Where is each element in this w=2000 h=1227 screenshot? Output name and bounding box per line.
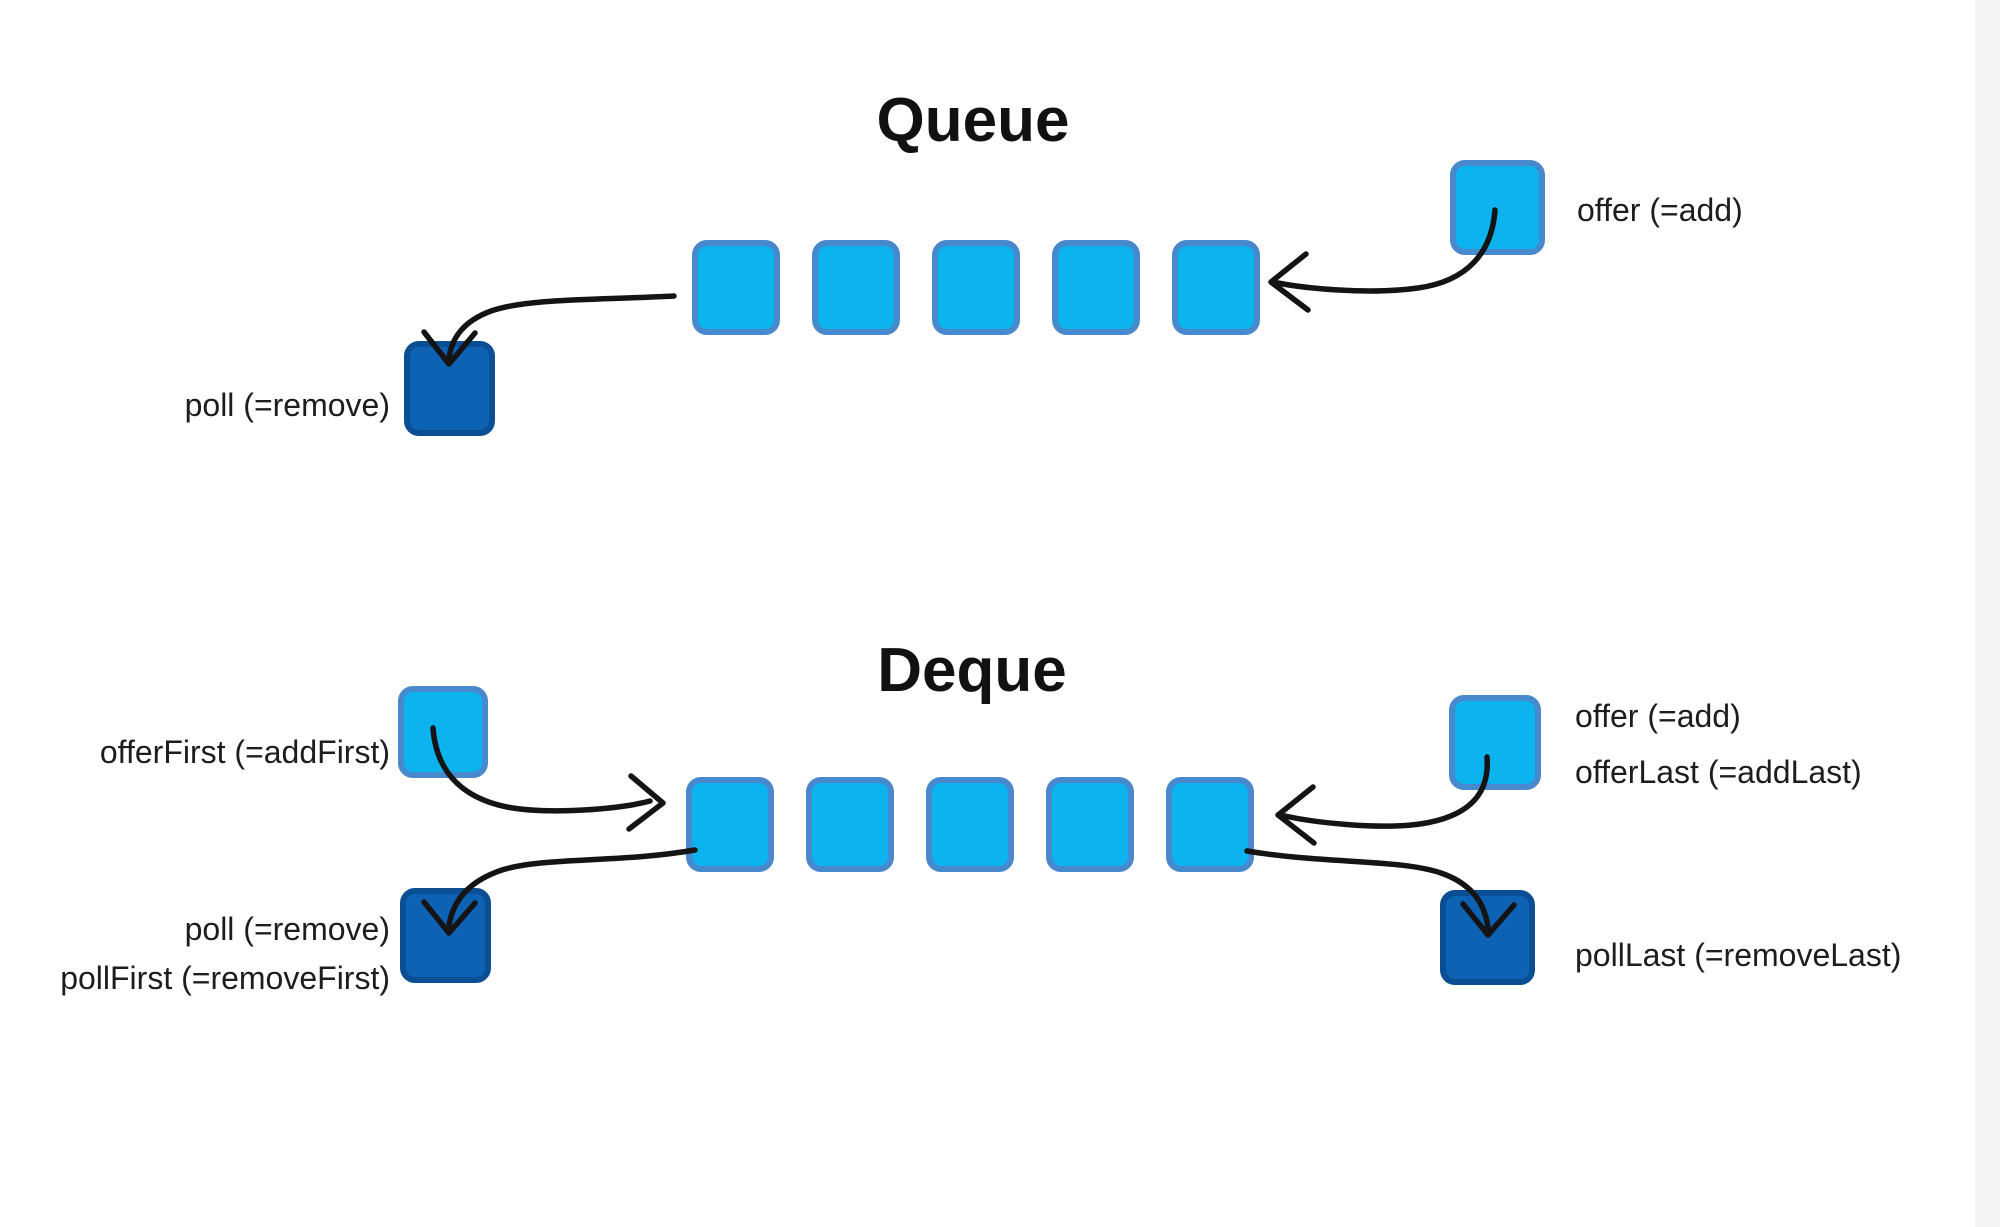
deque-cell [686, 777, 774, 872]
deque-offer-first-element-box [398, 686, 488, 778]
queue-cell [1052, 240, 1140, 335]
queue-title: Queue [876, 86, 1070, 155]
deque-offer-last-labels: offer (=add) offerLast (=addLast) [1575, 688, 1862, 800]
queue-poll-label: poll (=remove) [184, 387, 390, 423]
queue-cell [692, 240, 780, 335]
deque-cell [806, 777, 894, 872]
deque-offer-first-arrowhead-icon [626, 773, 666, 832]
queue-cell-row [692, 240, 1260, 335]
deque-cell-row [686, 777, 1254, 872]
deque-cell [1166, 777, 1254, 872]
right-edge-strip [1975, 0, 2000, 1227]
deque-offer-last-element-box [1449, 695, 1541, 790]
deque-title: Deque [877, 636, 1067, 705]
deque-poll-first-label-line: pollFirst (=removeFirst) [60, 960, 390, 996]
deque-poll-first-labels: poll (=remove) pollFirst (=removeFirst) [30, 905, 390, 1003]
queue-cell [932, 240, 1020, 335]
deque-offer-first-label: offerFirst (=addFirst) [99, 734, 390, 770]
queue-cell [1172, 240, 1260, 335]
deque-offer-last-label-line: offerLast (=addLast) [1575, 754, 1862, 790]
queue-poll-element-box [404, 341, 495, 436]
deque-cell [926, 777, 1014, 872]
queue-cell [812, 240, 900, 335]
deque-cell [1046, 777, 1134, 872]
deque-poll-last-label: pollLast (=removeLast) [1575, 937, 1902, 973]
deque-offer-label-line: offer (=add) [1575, 698, 1741, 734]
deque-poll-first-element-box [400, 888, 491, 983]
deque-offer-last-arrowhead-icon [1275, 784, 1317, 846]
queue-offer-label: offer (=add) [1577, 192, 1743, 228]
deque-poll-label-line: poll (=remove) [184, 911, 390, 947]
queue-offer-element-box [1450, 160, 1545, 255]
deque-poll-last-element-box [1440, 890, 1535, 985]
queue-offer-arrowhead-icon [1268, 251, 1311, 313]
